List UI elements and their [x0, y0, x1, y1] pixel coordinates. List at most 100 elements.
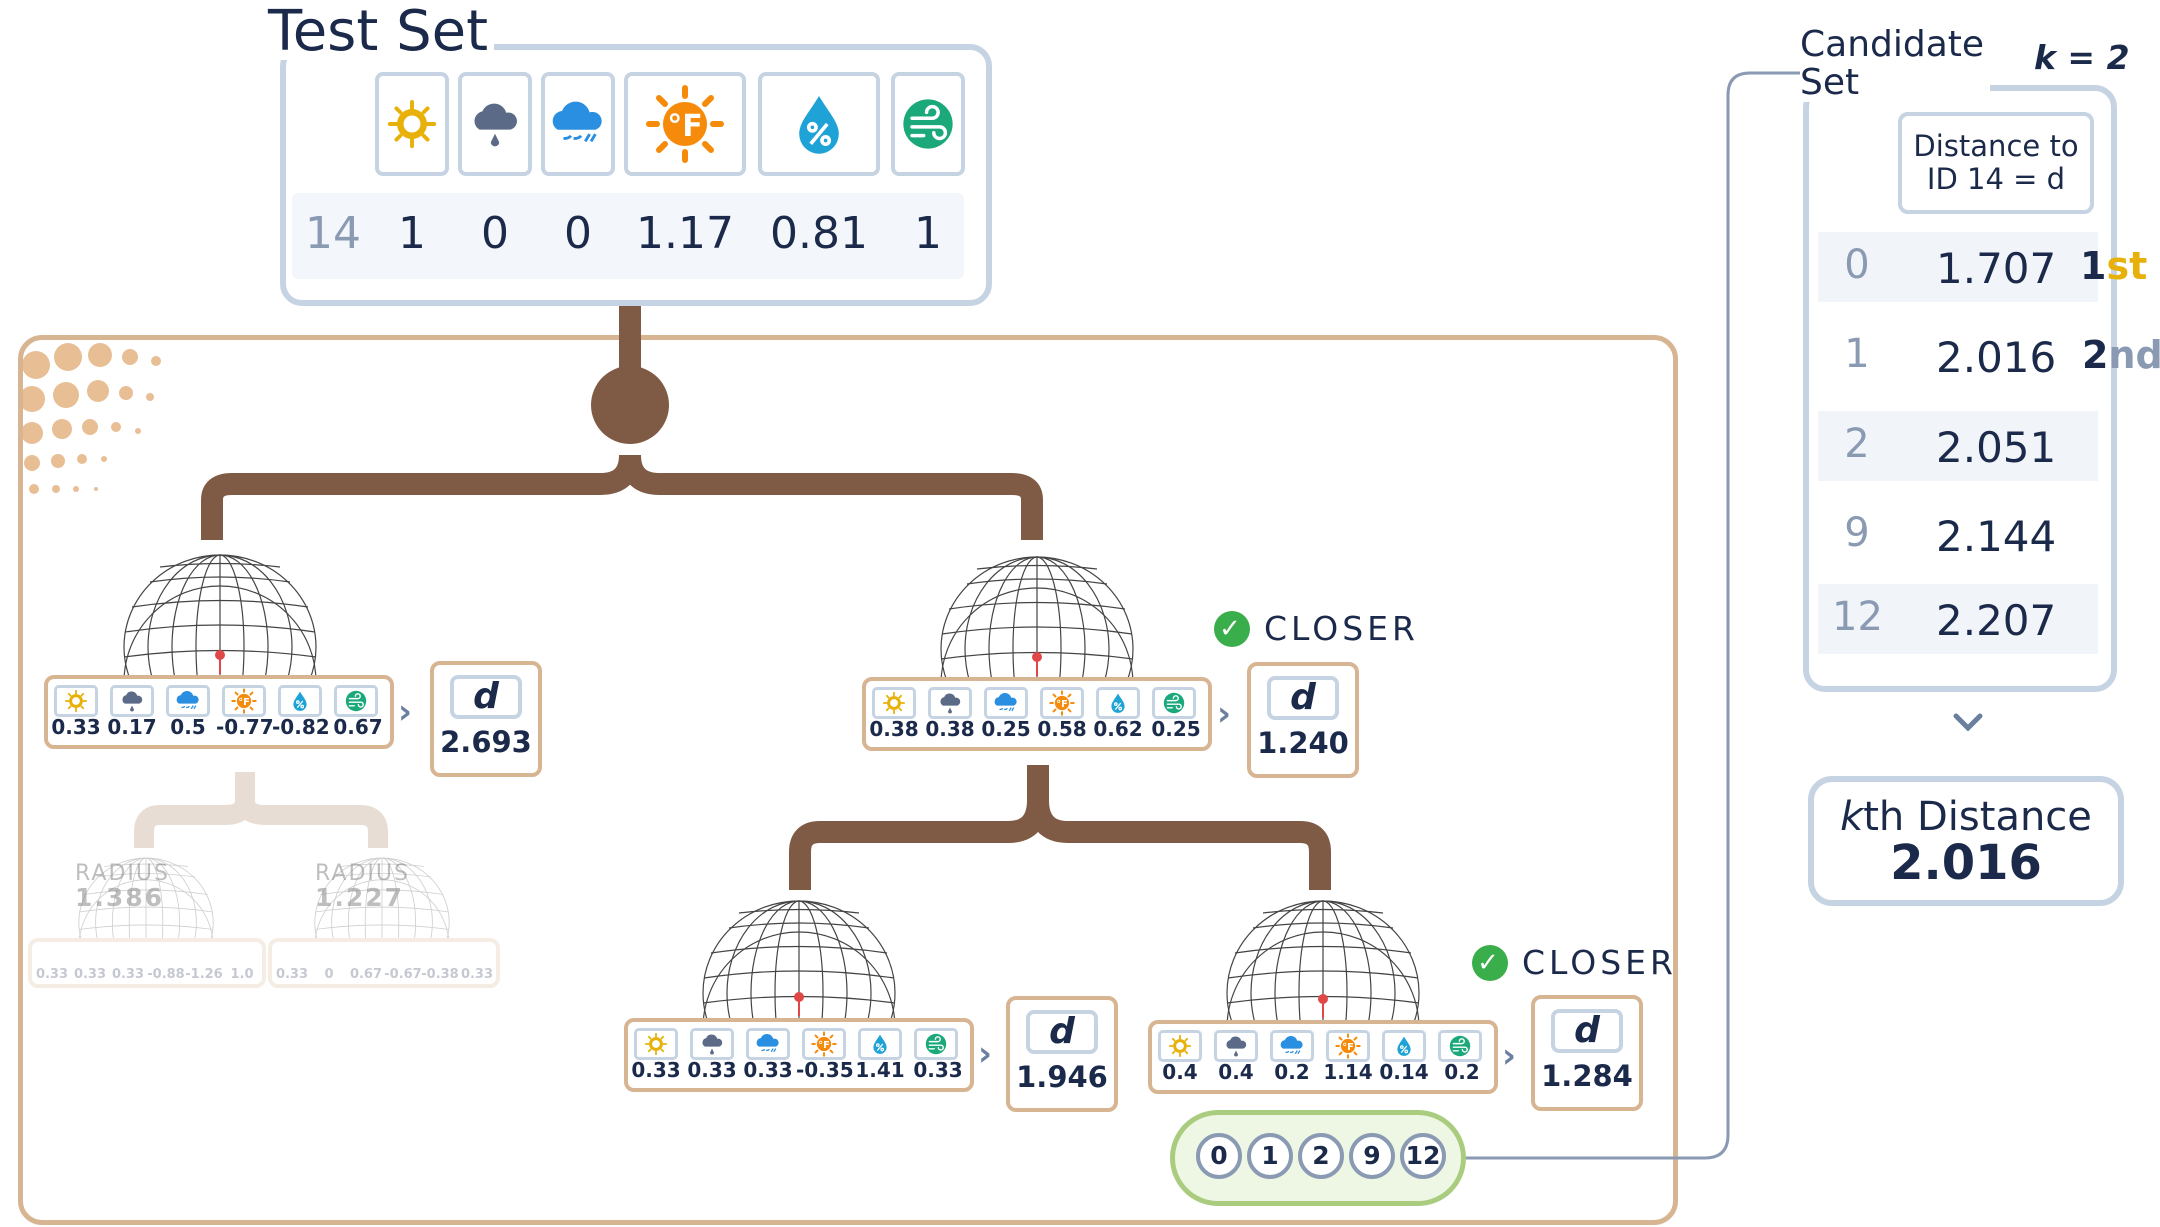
- humidity-icon: [1382, 1030, 1426, 1062]
- ball-tree-panel: [18, 335, 1678, 1225]
- cloud-wind-icon: [1270, 1030, 1314, 1062]
- sun-icon: [872, 687, 916, 719]
- feature-tile-temperature: [624, 72, 746, 176]
- node-value: 0.33: [913, 1058, 963, 1082]
- right-left-leaf-distance-card: d 1.946: [1006, 996, 1118, 1112]
- node-value: 0.33: [743, 1058, 793, 1082]
- test-value-temperature: 1.17: [636, 208, 734, 259]
- node-value: 0.62: [1093, 717, 1143, 741]
- test-set-values-row: [292, 193, 964, 279]
- kth-distance-box: kth Distance 2.016: [1808, 776, 2124, 906]
- check-icon: ✓: [1472, 944, 1508, 981]
- kth-distance-label: kth Distance: [1840, 794, 2092, 840]
- kth-distance-value: 2.016: [1890, 835, 2042, 891]
- rain-cloud-icon: [1214, 1030, 1258, 1062]
- node-value: 0.58: [1037, 717, 1087, 741]
- cloud-wind-icon: [166, 685, 210, 717]
- test-value-wind: 1: [914, 208, 942, 259]
- node-value: -0.35: [796, 1058, 854, 1082]
- left-node-centroid-pin: [215, 650, 225, 674]
- humidity-icon: [1096, 687, 1140, 719]
- check-icon: ✓: [1214, 610, 1250, 647]
- temperature-icon: [645, 84, 725, 164]
- node-value: 0.4: [1218, 1060, 1254, 1084]
- k-label: k = 2: [2034, 38, 2130, 77]
- leaf-point-id: 12: [1400, 1133, 1446, 1179]
- closer-badge: ✓CLOSER: [1472, 943, 1677, 982]
- right-node-card: 0.38 0.38 0.25 0.58 0.62 0.25: [862, 677, 1212, 751]
- node-value: 0.2: [1274, 1060, 1310, 1084]
- leaf-point-id: 9: [1349, 1133, 1395, 1179]
- right-right-leaf-distance-card: d 1.284: [1531, 995, 1643, 1111]
- distance-value: 1.284: [1541, 1059, 1633, 1093]
- node-value: 0.5: [170, 715, 206, 739]
- pruned-node-card-2: 0.33 0 0.67 -0.67 -0.38 0.33: [268, 938, 500, 988]
- test-value-rain: 0: [481, 208, 509, 259]
- leaf-point-id: 2: [1298, 1133, 1344, 1179]
- temperature-icon: [222, 685, 266, 717]
- test-set-title: Test Set: [262, 4, 495, 60]
- test-value-humidity: 0.81: [770, 208, 868, 259]
- humidity-icon: [278, 685, 322, 717]
- wind-icon: [914, 1028, 958, 1060]
- feature-tile-sun: [375, 72, 449, 176]
- right-right-leaf-centroid-pin: [1318, 994, 1328, 1018]
- closer-badge: ✓CLOSER: [1214, 609, 1419, 648]
- left-node-distance-card: d 2.693: [430, 661, 542, 777]
- wind-icon: [1152, 687, 1196, 719]
- distance-label: d: [1267, 676, 1339, 720]
- humidity-icon: [858, 1028, 902, 1060]
- feature-tile-humidity: [758, 72, 880, 176]
- node-value: 0.38: [925, 717, 975, 741]
- distance-value: 1.240: [1257, 726, 1349, 760]
- candidate-row: 12 2.207: [1818, 584, 2098, 654]
- node-value: 0.33: [51, 715, 101, 739]
- node-value: 0.14: [1379, 1060, 1429, 1084]
- distance-label: d: [1551, 1009, 1623, 1053]
- right-node-distance-card: d 1.240: [1247, 662, 1359, 778]
- node-value: 0.17: [107, 715, 157, 739]
- node-value: 0.33: [687, 1058, 737, 1082]
- right-node-centroid-pin: [1032, 652, 1042, 676]
- candidate-row: 9 2.144: [1844, 510, 2057, 561]
- right-left-leaf-card: 0.33 0.33 0.33 -0.35 1.41 0.33: [624, 1018, 974, 1092]
- distance-value: 1.946: [1016, 1060, 1108, 1094]
- temperature-icon: [1326, 1030, 1370, 1062]
- feature-tile-cloud-wind: [541, 72, 615, 176]
- candidate-row: 2 2.051: [1818, 411, 2098, 481]
- node-value: -0.77: [216, 715, 274, 739]
- cloud-wind-icon: [746, 1028, 790, 1060]
- node-value: 0.33: [631, 1058, 681, 1082]
- temperature-icon: [1040, 687, 1084, 719]
- candidate-row: 0 1.707: [1818, 232, 2098, 302]
- chevron-right-icon: ›: [978, 1034, 993, 1074]
- wind-icon: [899, 95, 957, 153]
- distance-label: d: [1026, 1010, 1098, 1054]
- sun-icon: [634, 1028, 678, 1060]
- chevron-right-icon: ›: [398, 692, 413, 732]
- feature-tile-wind: [891, 72, 965, 176]
- wind-icon: [1438, 1030, 1482, 1062]
- humidity-icon: [786, 88, 852, 160]
- test-value-sun: 1: [398, 208, 426, 259]
- sun-icon: [1158, 1030, 1202, 1062]
- chevron-right-icon: ›: [1502, 1036, 1517, 1076]
- right-left-leaf-centroid-pin: [794, 992, 804, 1016]
- node-value: 0.25: [1151, 717, 1201, 741]
- rain-cloud-icon: [467, 96, 523, 152]
- test-set-id: 14: [305, 208, 361, 259]
- feature-tile-rain: [458, 72, 532, 176]
- wind-icon: [334, 685, 378, 717]
- sun-icon: [54, 685, 98, 717]
- dot-pattern-decoration: [19, 343, 161, 494]
- node-value: 0.38: [869, 717, 919, 741]
- distance-value: 2.693: [440, 725, 532, 759]
- node-value: 0.4: [1162, 1060, 1198, 1084]
- rain-cloud-icon: [928, 687, 972, 719]
- node-value: 0.25: [981, 717, 1031, 741]
- temperature-icon: [802, 1028, 846, 1060]
